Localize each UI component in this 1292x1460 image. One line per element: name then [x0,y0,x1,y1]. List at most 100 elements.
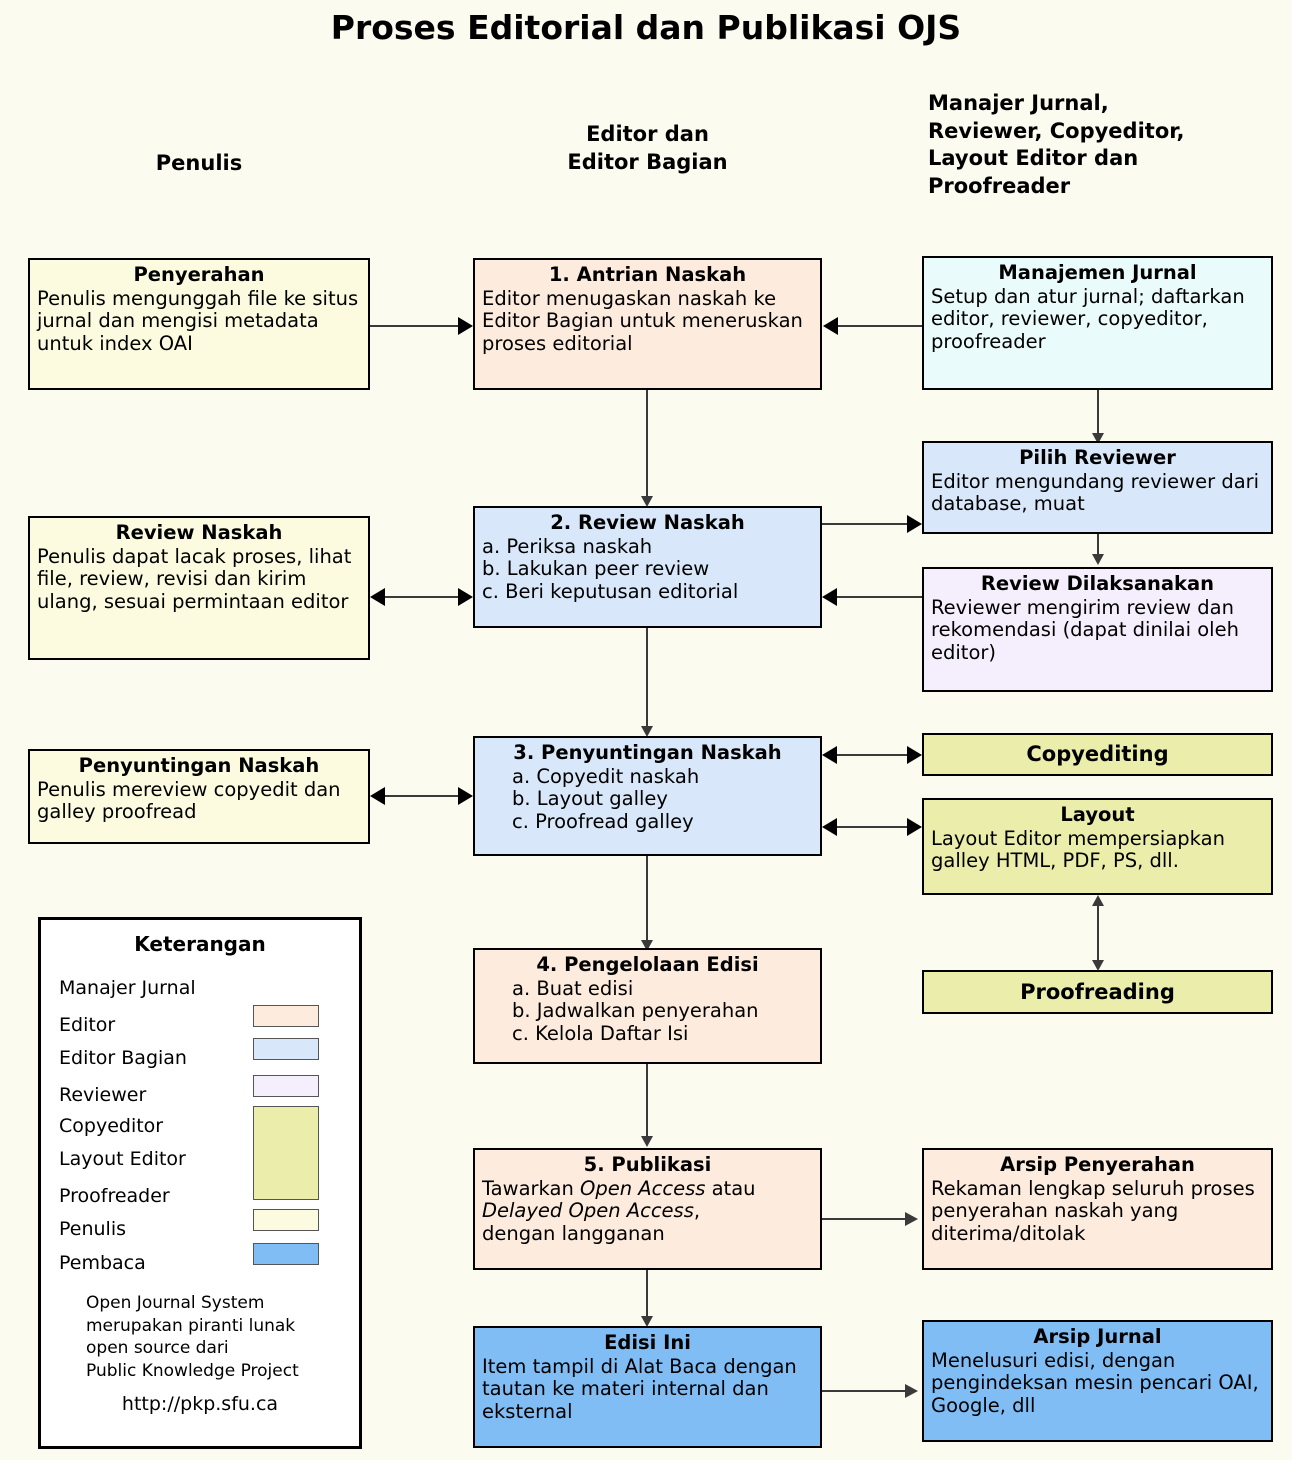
column-heading-editor: Editor dan Editor Bagian [567,122,728,174]
box-arsip-penyerahan[interactable]: Arsip Penyerahan Rekaman lengkap seluruh… [922,1148,1273,1270]
connector-review-to-penyuntingan [646,628,648,728]
legend-label-reviewer: Reviewer [59,1084,147,1106]
connector-penulis-review-bidirectional [385,596,458,598]
box-pilih-reviewer[interactable]: Pilih Reviewer Editor mengundang reviewe… [922,441,1273,534]
arrowhead-left-layout [822,818,837,836]
publikasi-text-mid: atau [711,1176,756,1200]
connector-manajemen-to-pilih-reviewer [1097,390,1099,435]
box-publikasi[interactable]: 5. Publikasi Tawarkan Open Access atau D… [473,1148,822,1270]
connector-penulis-penyuntingan-bidirectional [385,795,458,797]
box-pengelolaan-edisi-title: 4. Pengelolaan Edisi [536,953,759,976]
box-penyuntingan-naskah-penulis-title: Penyuntingan Naskah [78,754,320,777]
legend-label-copyeditor: Copyeditor [59,1115,164,1137]
box-review-naskah-title: 2. Review Naskah [550,511,745,534]
arrowhead-right-copyediting [907,746,922,764]
connector-layout-proofreading-bidirectional [1097,903,1099,965]
arrowhead-left-antrian [823,317,838,335]
box-review-naskah-body: a. Periksa naskah b. Lakukan peer review… [482,534,739,603]
box-penyuntingan-naskah-penulis[interactable]: Penyuntingan Naskah Penulis mereview cop… [28,749,370,844]
connector-review-to-pilih-reviewer [822,523,907,525]
legend-label-layout-editor: Layout Editor [59,1148,186,1170]
box-antrian-naskah-body: Editor menugaskan naskah ke Editor Bagia… [482,286,803,355]
box-pengelolaan-edisi-body: a. Buat edisi b. Jadwalkan penyerahan c.… [512,976,759,1045]
box-penyerahan-title: Penyerahan [133,263,265,286]
box-penyerahan-body: Penulis mengunggah file ke situs jurnal … [37,286,359,355]
box-copyediting[interactable]: Copyediting [922,733,1273,776]
publikasi-open-access: Open Access [580,1176,706,1200]
connector-penyuntingan-to-pengelolaan [646,856,648,942]
legend-label-proofreader: Proofreader [59,1185,170,1207]
legend-label-penulis: Penulis [59,1218,127,1240]
publikasi-text-pre: Tawarkan [482,1176,581,1200]
arrowhead-down-edisi-ini [641,1316,653,1327]
connector-penyuntingan-layout-bidirectional [837,826,907,828]
box-manajemen-jurnal-title: Manajemen Jurnal [998,261,1197,284]
box-layout-title: Layout [1060,803,1135,826]
legend-swatch-penulis [253,1209,319,1231]
legend-label-pembaca: Pembaca [59,1252,146,1274]
box-review-naskah-penulis[interactable]: Review Naskah Penulis dapat lacak proses… [28,516,370,660]
box-proofreading[interactable]: Proofreading [922,970,1273,1014]
column-heading-manajer: Manajer Jurnal, Reviewer, Copyeditor, La… [928,91,1185,199]
connector-manajemen-to-antrian [838,325,922,327]
arrowhead-right-penyuntingan-penulis [458,787,473,805]
legend-swatch-reviewer [253,1075,319,1097]
arrowhead-down-review [641,496,653,507]
box-penyuntingan-naskah[interactable]: 3. Penyuntingan Naskah a. Copyedit naska… [473,736,822,856]
box-layout-body: Layout Editor mempersiapkan galley HTML,… [931,826,1225,873]
arrowhead-left-review-dilaksanakan [822,588,837,606]
arrowhead-left-review-penulis [370,588,385,606]
box-review-dilaksanakan-title: Review Dilaksanakan [980,572,1215,595]
box-pengelolaan-edisi[interactable]: 4. Pengelolaan Edisi a. Buat edisi b. Ja… [473,948,822,1064]
box-review-naskah[interactable]: 2. Review Naskah a. Periksa naskah b. La… [473,506,822,628]
box-arsip-jurnal-title: Arsip Jurnal [1033,1325,1162,1348]
arrowhead-left-penyuntingan-penulis [370,787,385,805]
connector-edisi-to-arsip-jurnal [822,1390,907,1392]
box-proofreading-title: Proofreading [1020,979,1175,1004]
publikasi-text-post: , dengan langganan [482,1199,701,1245]
connector-pengelolaan-to-publikasi [646,1064,648,1138]
box-penyuntingan-naskah-penulis-body: Penulis mereview copyedit dan galley pro… [37,777,341,824]
arrowhead-right-arsip-penyerahan [905,1212,918,1226]
box-pilih-reviewer-title: Pilih Reviewer [1019,446,1176,469]
box-review-dilaksanakan[interactable]: Review Dilaksanakan Reviewer mengirim re… [922,567,1273,692]
arrowhead-down-pengelolaan [641,940,653,951]
legend-panel: Keterangan Manajer Jurnal Editor Editor … [38,917,362,1449]
legend-label-editor: Editor [59,1014,116,1036]
arrowhead-right-antrian [458,317,473,335]
column-heading-penulis: Penulis [155,151,243,175]
legend-swatch-editor [253,1005,319,1027]
box-review-naskah-penulis-title: Review Naskah [115,521,283,544]
arrowhead-right-arsip-jurnal [905,1384,918,1398]
arrowhead-down-proofreading [1092,960,1104,971]
box-antrian-naskah[interactable]: 1. Antrian Naskah Editor menugaskan nask… [473,258,822,390]
connector-penyuntingan-copyediting-bidirectional [837,754,907,756]
box-review-dilaksanakan-body: Reviewer mengirim review dan rekomendasi… [931,595,1239,664]
arrowhead-down-pilih-reviewer [1092,433,1104,444]
connector-publikasi-to-arsip [822,1218,907,1220]
legend-note: Open Journal System merupakan piranti lu… [86,1293,299,1381]
legend-swatch-pembaca [253,1243,319,1265]
legend-label-manajer-jurnal: Manajer Jurnal [59,977,196,999]
box-manajemen-jurnal[interactable]: Manajemen Jurnal Setup dan atur jurnal; … [922,256,1273,390]
box-penyerahan[interactable]: Penyerahan Penulis mengunggah file ke si… [28,258,370,390]
connector-review-dilaksanakan-to-review [837,596,922,598]
arrowhead-right-pilih-reviewer [907,515,922,533]
box-arsip-penyerahan-body: Rekaman lengkap seluruh proses penyeraha… [931,1176,1255,1245]
box-arsip-jurnal[interactable]: Arsip Jurnal Menelusuri edisi, dengan pe… [922,1320,1273,1442]
box-pilih-reviewer-body: Editor mengundang reviewer dari database… [931,469,1260,516]
box-copyediting-title: Copyediting [1026,742,1169,767]
box-layout[interactable]: Layout Layout Editor mempersiapkan galle… [922,798,1273,895]
arrowhead-right-review-penulis [458,588,473,606]
legend-label-editor-bagian: Editor Bagian [59,1047,187,1069]
box-antrian-naskah-title: 1. Antrian Naskah [548,263,747,286]
arrowhead-left-copyediting [822,746,837,764]
box-publikasi-body: Tawarkan Open Access atau Delayed Open A… [482,1176,813,1246]
arrowhead-up-layout [1092,895,1104,906]
box-review-naskah-penulis-body: Penulis dapat lacak proses, lihat file, … [37,544,352,613]
publikasi-delayed-open-access: Delayed Open Access [482,1199,694,1223]
box-edisi-ini-body: Item tampil di Alat Baca dengan tautan k… [482,1354,797,1423]
legend-url[interactable]: http://pkp.sfu.ca [121,1393,279,1415]
box-edisi-ini[interactable]: Edisi Ini Item tampil di Alat Baca denga… [473,1326,822,1448]
